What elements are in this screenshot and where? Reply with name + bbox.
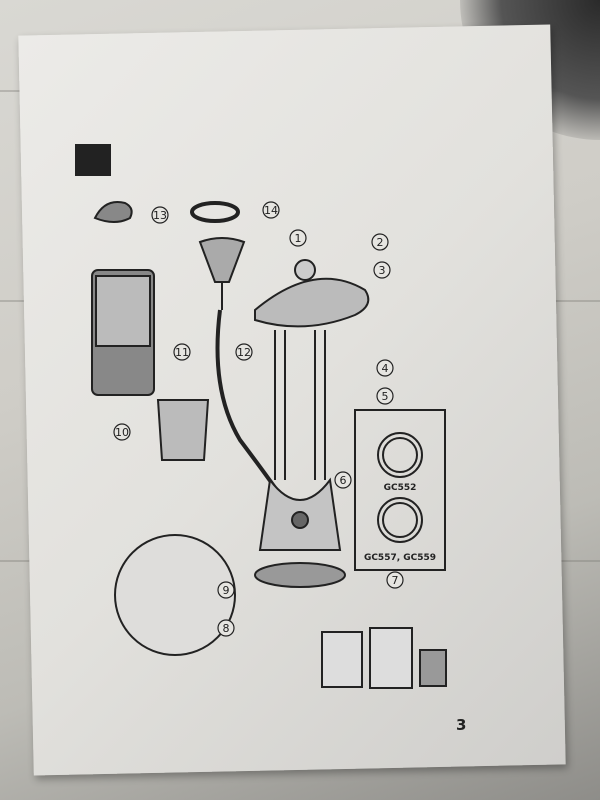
callout-2: 2: [377, 236, 384, 249]
steamer-head: [198, 237, 246, 283]
callout-7: 7: [392, 574, 399, 587]
detail-inset: [114, 534, 236, 656]
model-top: GC552: [384, 483, 417, 493]
callout-13: 13: [153, 209, 167, 222]
base-foot: [254, 562, 346, 588]
booklet-icon: [419, 649, 447, 687]
callout-1: 1: [295, 232, 302, 245]
knob: [291, 511, 309, 529]
callout-5: 5: [382, 390, 389, 403]
page-number: 3: [456, 716, 467, 734]
booklet-icon: [369, 627, 413, 689]
booklet-icon: [321, 631, 363, 688]
model-bottom: GC557, GC559: [364, 553, 436, 563]
callout-8: 8: [223, 622, 230, 635]
ring-icon: [190, 201, 240, 223]
callout-11: 11: [175, 346, 189, 359]
box-icon: [75, 144, 111, 176]
hanger-clip: [294, 259, 316, 281]
callout-12: 12: [237, 346, 251, 359]
glove-icon: [93, 201, 133, 223]
board-grid: [95, 275, 151, 347]
callout-14: 14: [264, 204, 278, 217]
callout-9: 9: [223, 584, 230, 597]
callout-3: 3: [379, 264, 386, 277]
callout-10: 10: [115, 426, 129, 439]
control-panel: [354, 409, 446, 571]
callout-6: 6: [340, 474, 347, 487]
hanger: [254, 277, 370, 328]
hose: [215, 309, 282, 497]
callout-4: 4: [382, 362, 389, 375]
brush-mesh: [156, 399, 210, 461]
